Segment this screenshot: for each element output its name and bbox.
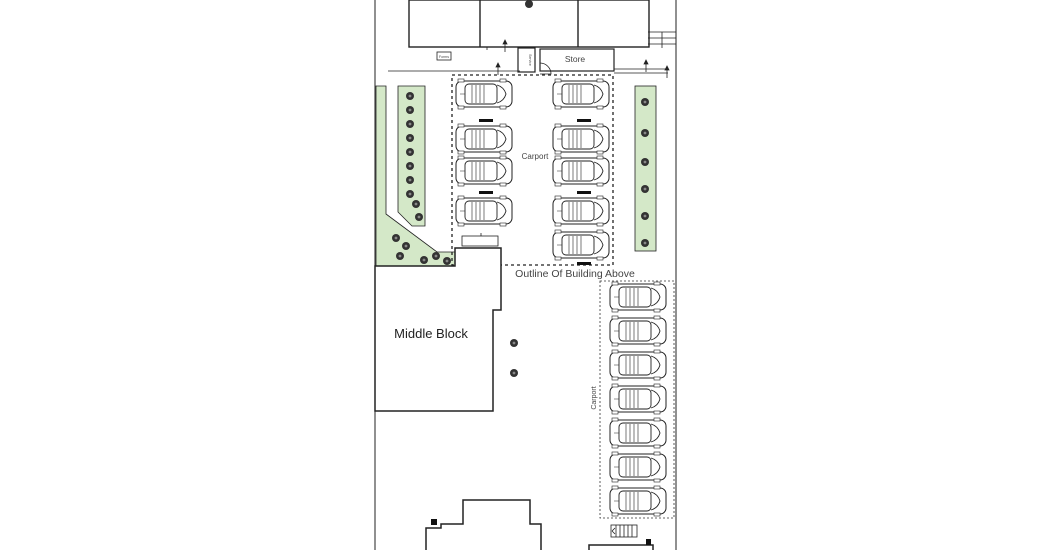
top-building — [408, 0, 650, 48]
wheel-stop — [479, 119, 591, 265]
outline-building-label: Outline Of Building Above — [515, 268, 635, 280]
forms-box — [436, 51, 452, 61]
carport-lower-outline — [599, 280, 675, 519]
tree-icon — [510, 339, 518, 377]
service-room — [517, 47, 536, 73]
door-swing — [539, 62, 552, 75]
car-icon — [455, 78, 610, 261]
store-room — [539, 48, 615, 72]
building-marker — [646, 539, 651, 545]
bottom-building-right — [588, 544, 654, 550]
walkway-lines — [388, 31, 676, 74]
column-icon — [525, 0, 533, 8]
landscape-strip-right — [634, 85, 657, 252]
bottom-building-left — [425, 499, 542, 550]
car-icon — [609, 281, 667, 517]
entry-step — [461, 235, 499, 247]
stair-icon — [610, 524, 638, 538]
middle-block — [374, 247, 502, 412]
carport-upper-label: Carport — [522, 152, 549, 161]
building-marker — [431, 519, 437, 525]
store-label: Store — [565, 54, 586, 64]
landscape-strip-inner — [397, 85, 426, 227]
carport-lower-label: Carport — [591, 386, 598, 409]
carport-upper-outline — [451, 74, 614, 266]
middle-block-label: Middle Block — [394, 326, 468, 341]
service-label: Service — [528, 54, 532, 66]
forms-label: Forms — [439, 55, 449, 59]
